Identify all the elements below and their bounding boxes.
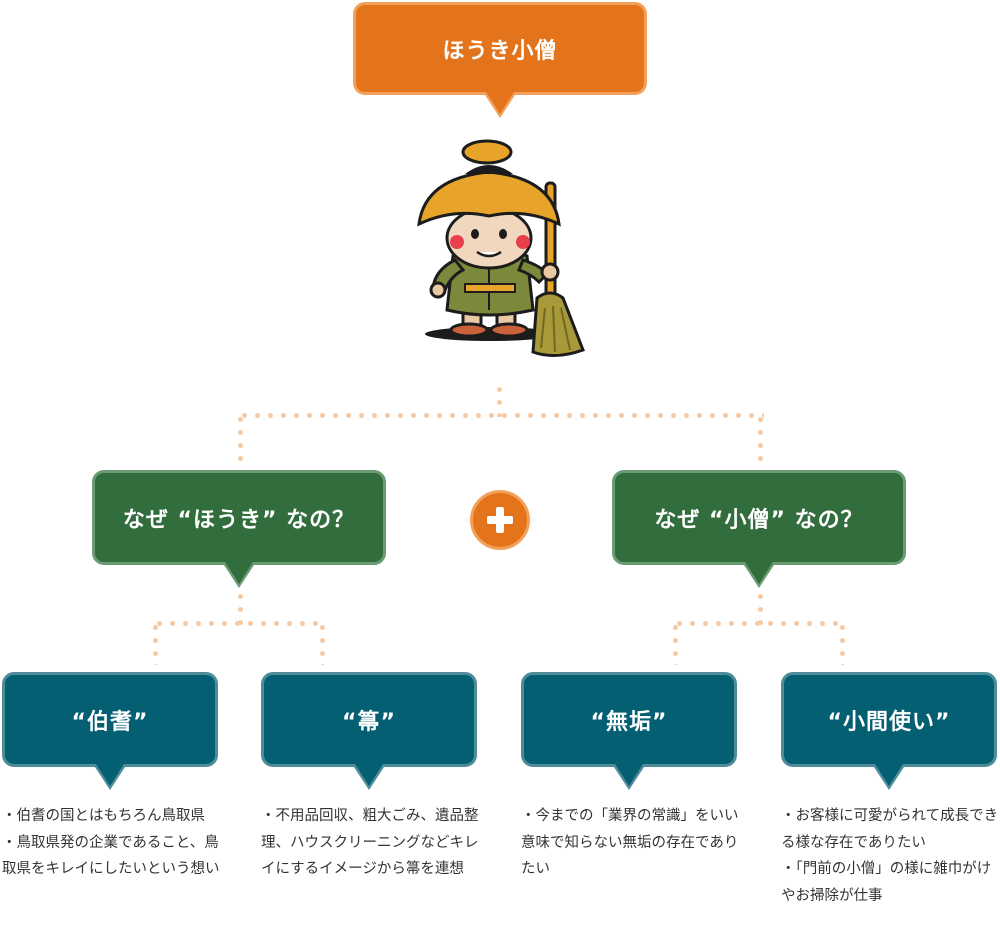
category-bubble-kozou: なぜ “小僧” なの？ bbox=[612, 470, 906, 565]
connector-right-branch bbox=[673, 621, 845, 626]
connector-top-vertical bbox=[497, 383, 502, 417]
keyword-label: “無垢” bbox=[590, 709, 668, 735]
connector-right-stem bbox=[758, 590, 763, 626]
connector-right-a bbox=[673, 621, 678, 665]
title-text: ほうき小僧 bbox=[442, 38, 558, 64]
description-line: ・鳥取県発の企業であること、鳥取県をキレイにしたいという想い bbox=[2, 834, 220, 878]
description-line: ・お客様に可愛がられて成長できる様な存在でありたい bbox=[781, 808, 999, 851]
keyword-label: “小間使い” bbox=[827, 709, 951, 735]
connector-left-b bbox=[320, 621, 325, 665]
keyword-label: “伯耆” bbox=[71, 709, 149, 735]
description-line: ・不用品回収、粗大ごみ、遺品整理、ハウスクリーニングなどキレイにするイメージから… bbox=[261, 808, 479, 877]
keyword-bubble-innocent: “無垢” bbox=[521, 672, 737, 767]
description-line: ・「門前の小僧」の様に雑巾がけやお掃除が仕事 bbox=[781, 861, 992, 904]
keyword-bubble-errand: “小間使い” bbox=[781, 672, 997, 767]
category-label: なぜ “小僧” なの？ bbox=[654, 507, 864, 533]
connector-left-branch bbox=[153, 621, 325, 626]
keyword-bubble-broom: “箒” bbox=[261, 672, 477, 767]
description-errand: ・お客様に可愛がられて成長できる様な存在でありたい ・「門前の小僧」の様に雑巾が… bbox=[781, 803, 999, 909]
title-bubble: ほうき小僧 bbox=[353, 2, 647, 95]
description-line: ・今までの「業界の常識」をいい意味で知らない無垢の存在でありたい bbox=[521, 808, 739, 877]
description-innocent: ・今までの「業界の常識」をいい意味で知らない無垢の存在でありたい bbox=[521, 803, 746, 883]
description-broom: ・不用品回収、粗大ごみ、遺品整理、ハウスクリーニングなどキレイにするイメージから… bbox=[261, 803, 486, 883]
category-label: なぜ “ほうき” なの？ bbox=[122, 507, 356, 533]
keyword-bubble-houki-region: “伯耆” bbox=[2, 672, 218, 767]
connector-left-stem bbox=[238, 590, 243, 626]
keyword-label: “箒” bbox=[342, 709, 396, 735]
connector-right-b bbox=[840, 621, 845, 665]
plus-glyph bbox=[487, 507, 513, 533]
category-bubble-houki: なぜ “ほうき” なの？ bbox=[92, 470, 386, 565]
description-houki-region: ・伯耆の国とはもちろん鳥取県 ・鳥取県発の企業であること、鳥取県をキレイにしたい… bbox=[2, 803, 227, 883]
connector-left-a bbox=[153, 621, 158, 665]
connector-top-horizontal bbox=[238, 413, 764, 418]
houki-kozou-mascot-icon bbox=[417, 139, 585, 357]
connector-right-down bbox=[758, 413, 763, 463]
connector-left-down bbox=[238, 413, 243, 463]
plus-icon bbox=[470, 490, 530, 550]
description-line: ・伯耆の国とはもちろん鳥取県 bbox=[2, 808, 205, 824]
